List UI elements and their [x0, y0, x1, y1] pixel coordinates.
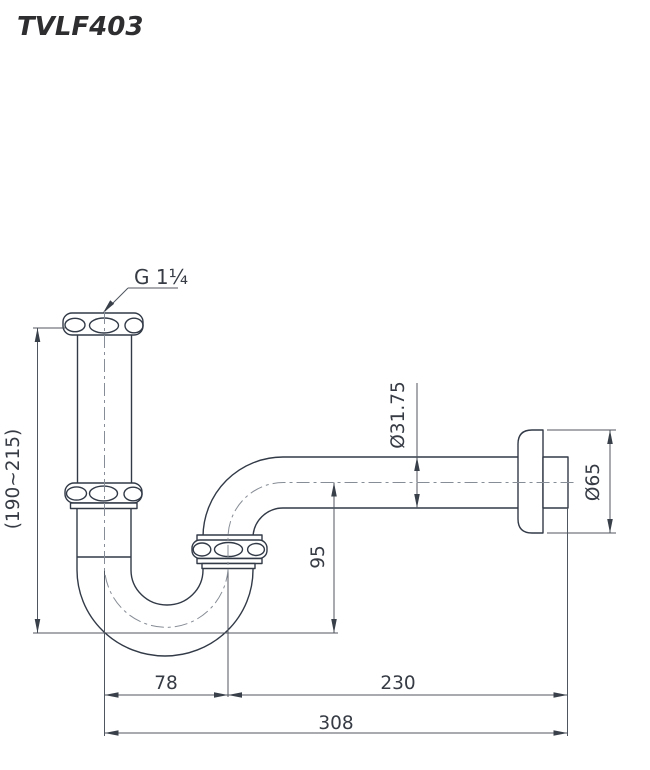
escutcheon	[517, 429, 569, 534]
dimension-lines	[33, 287, 616, 736]
outlet-nut-lower-shoulder	[196, 557, 263, 565]
wall-bend	[202, 456, 284, 539]
u-bend-inner-wall	[130, 569, 204, 606]
outlet-nut-facet-right	[246, 542, 266, 557]
inlet-nut-facet-left	[64, 317, 86, 333]
middle-nut-facet-left	[65, 486, 88, 501]
offset-dimension-label: 78	[154, 673, 178, 694]
arrow-depth-top	[331, 482, 337, 497]
arrow-height-top	[34, 328, 41, 342]
p-trap-outline	[62, 312, 569, 657]
overall-length-label: 308	[318, 713, 353, 734]
arrow-pipe-dia-top	[414, 457, 420, 471]
arrow-offset-right	[214, 692, 228, 698]
middle-slip-nut	[64, 482, 143, 510]
outlet-slip-nut	[191, 534, 268, 570]
arrow-escutcheon-bottom	[607, 519, 613, 533]
bend-inner-wall	[252, 507, 284, 539]
pipe-centerline	[104, 311, 575, 628]
middle-nut-facet-right	[123, 486, 143, 502]
arrow-thread-leader	[103, 300, 115, 313]
outlet-nut-facet-left	[192, 542, 212, 557]
arrow-wall-left	[228, 692, 242, 698]
arrow-overall-left	[104, 730, 119, 736]
wall-distance-label: 230	[380, 673, 415, 694]
model-number-title: TVLF403	[17, 12, 144, 42]
u-bend-outer-wall	[76, 569, 254, 657]
inlet-nut	[62, 312, 144, 336]
horizontal-pipe	[283, 456, 518, 509]
arrow-depth-bottom	[331, 619, 337, 633]
middle-nut-facet-center	[88, 485, 119, 502]
height-range-label: (190~215)	[3, 429, 24, 530]
thread-size-label: G 1¼	[134, 265, 188, 289]
pipe-diameter-label: Ø31.75	[388, 381, 409, 449]
arrow-escutcheon-top	[607, 430, 613, 444]
arrow-pipe-dia-bottom	[414, 494, 420, 508]
arrow-height-bottom	[34, 619, 41, 633]
trap-depth-label: 95	[308, 545, 329, 569]
inlet-nut-facet-right	[124, 317, 144, 334]
arrow-overall-right	[553, 730, 568, 736]
arrow-offset-left	[104, 692, 119, 698]
u-bend	[76, 569, 254, 657]
escutcheon-diameter-label: Ø65	[583, 463, 604, 501]
arrow-wall-right	[553, 692, 568, 698]
bend-outer-wall	[202, 456, 284, 538]
middle-nut-shoulder	[69, 502, 138, 510]
escutcheon-bell	[517, 429, 544, 534]
dimension-labels: G 1¼ (190~215) Ø31.75 95 Ø65 78 230 308	[3, 265, 604, 734]
inlet-tube	[76, 335, 133, 483]
centerlines	[104, 311, 575, 628]
arrowheads	[34, 300, 613, 736]
